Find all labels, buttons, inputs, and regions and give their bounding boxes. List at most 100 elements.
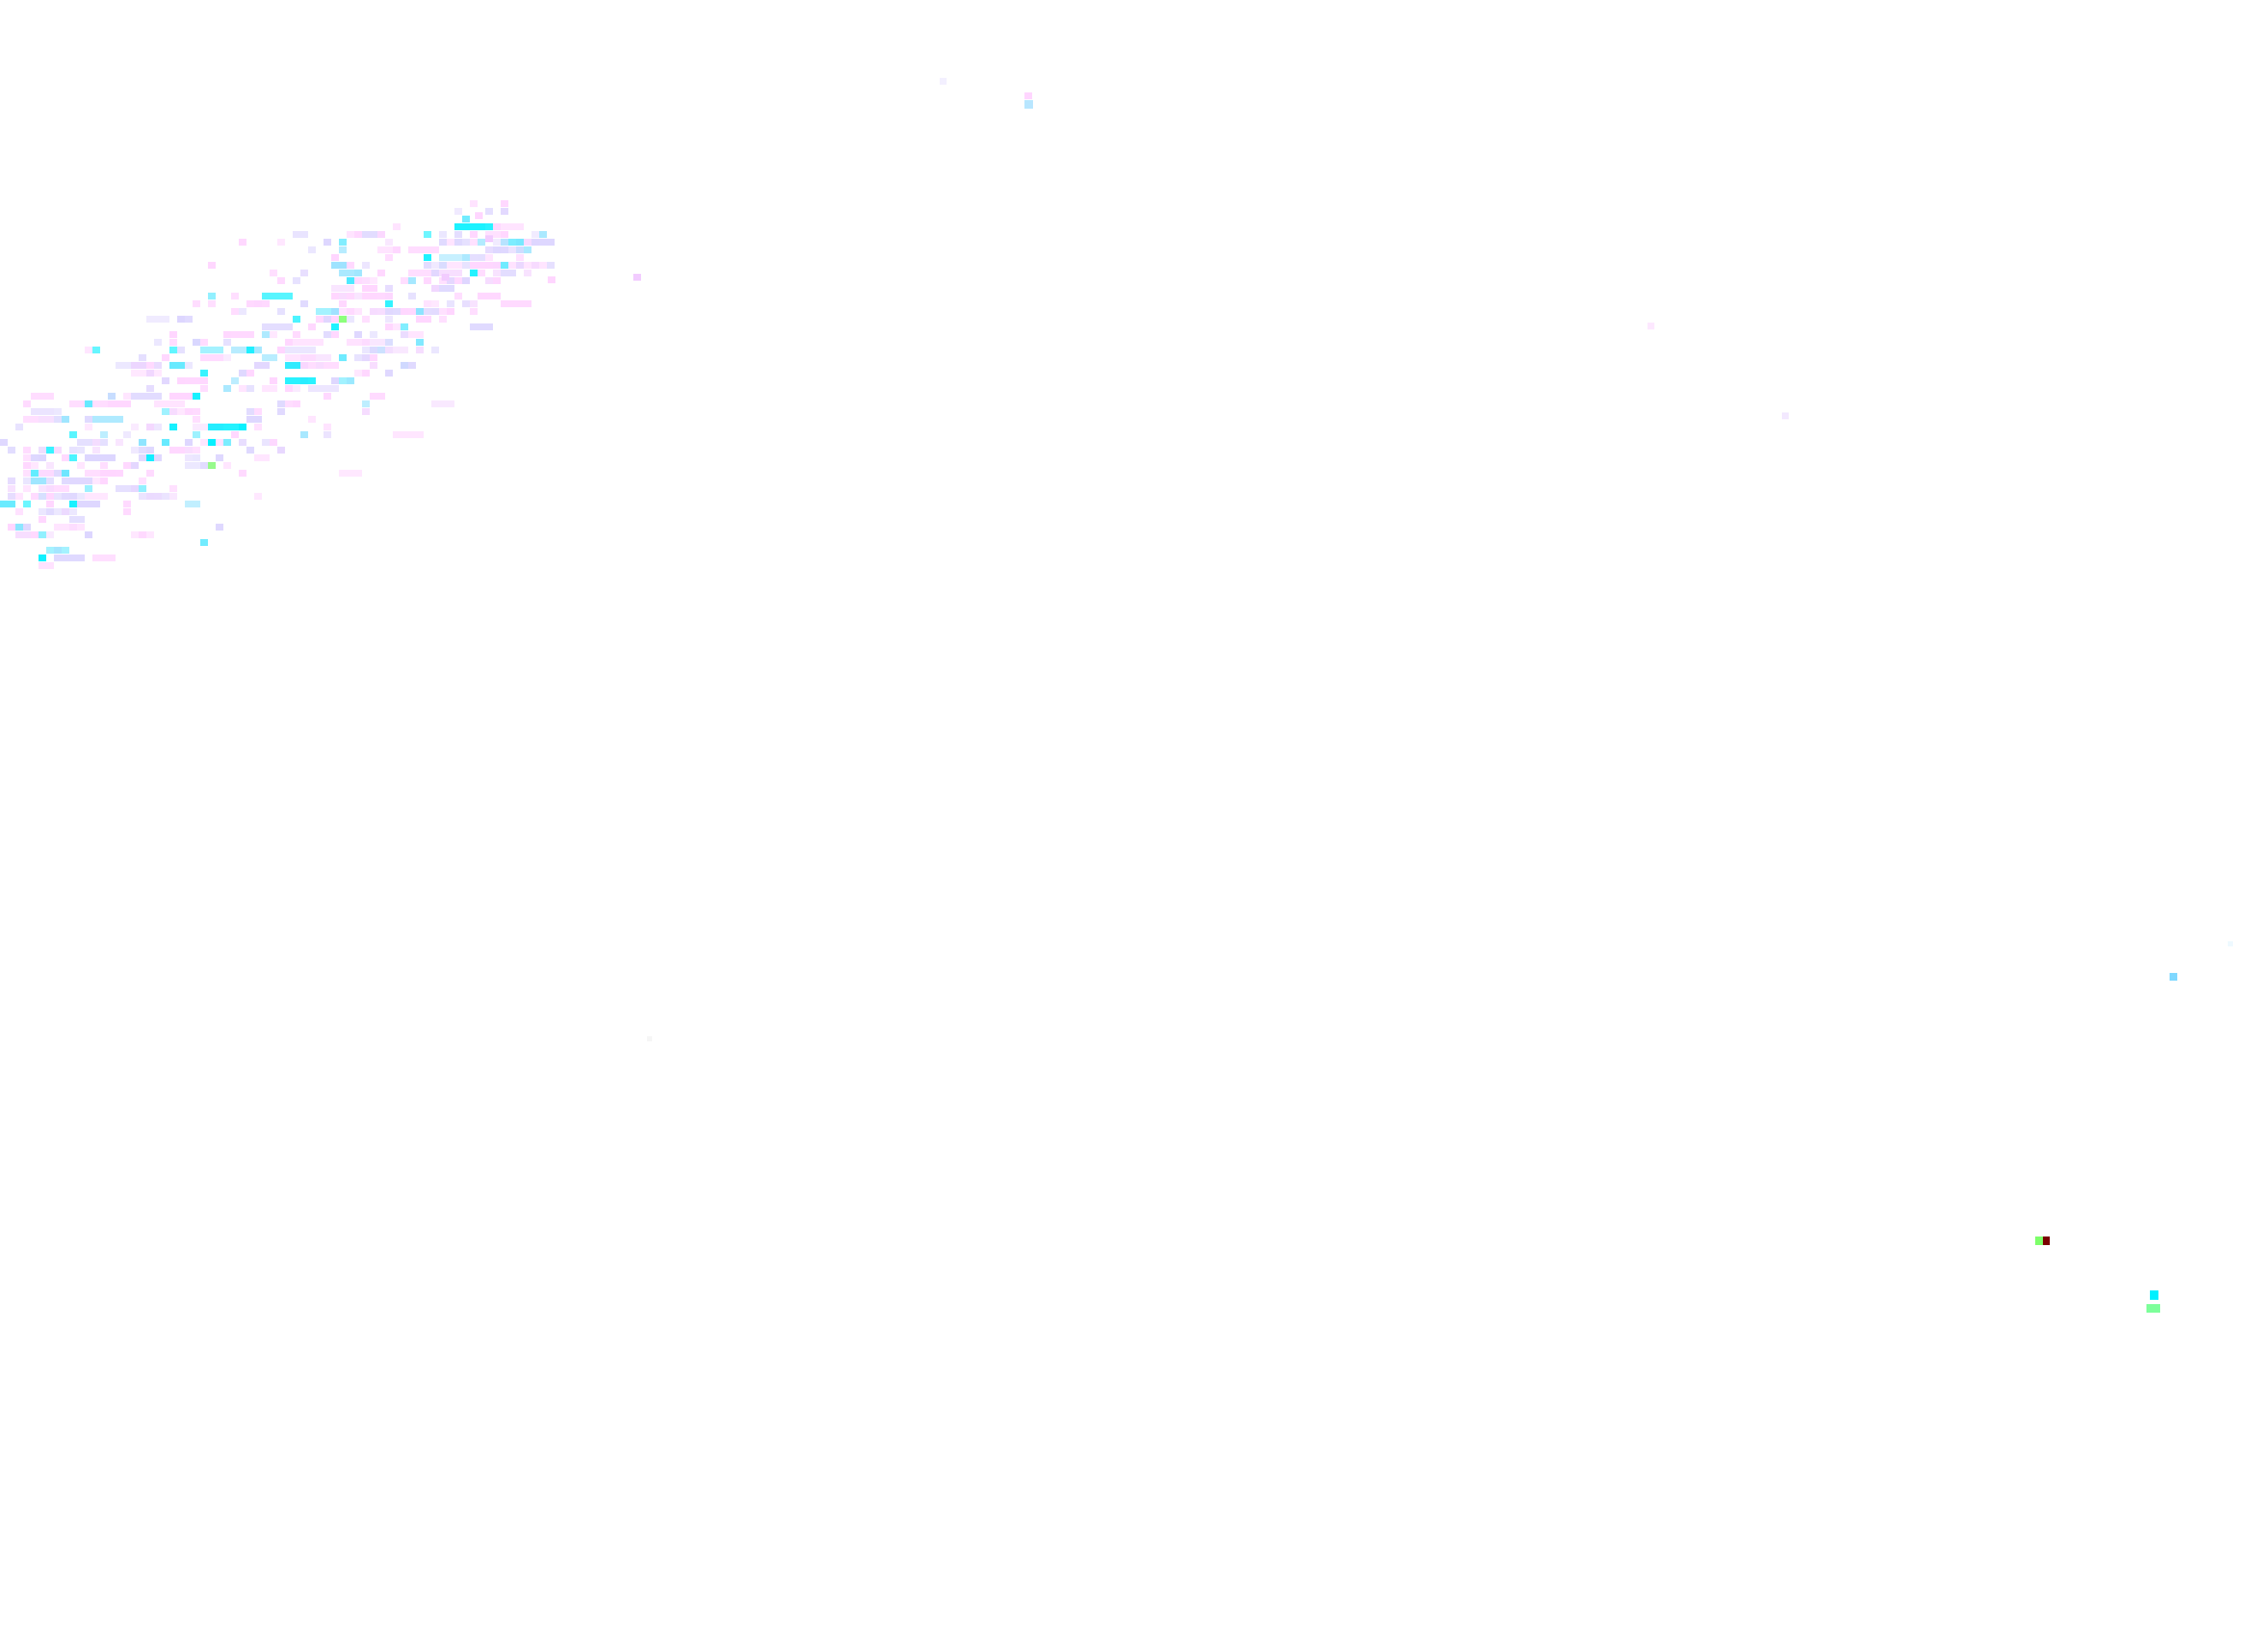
speckle: [270, 385, 277, 392]
speckle: [46, 493, 54, 500]
speckle: [377, 231, 385, 238]
speckle: [339, 300, 347, 307]
speckle: [633, 274, 641, 281]
speckle: [347, 277, 354, 284]
speckle: [92, 555, 116, 561]
speckle: [262, 354, 277, 361]
speckle: [169, 339, 177, 346]
speckle: [46, 531, 54, 538]
speckle: [123, 431, 131, 438]
speckle: [277, 277, 285, 284]
speckle: [300, 431, 308, 438]
speckle: [478, 293, 501, 299]
speckle: [169, 408, 193, 415]
speckle: [46, 477, 54, 484]
speckle: [393, 223, 401, 230]
speckle: [15, 531, 31, 538]
speckle: [146, 424, 154, 430]
speckle: [108, 470, 116, 477]
speckle: [239, 424, 246, 430]
speckle: [370, 331, 377, 338]
speckle: [46, 462, 54, 469]
speckle: [246, 416, 262, 423]
speckle: [401, 308, 408, 315]
speckle: [208, 262, 216, 269]
speckle: [139, 531, 146, 538]
speckle: [15, 424, 23, 430]
speckle: [354, 231, 362, 238]
speckle: [169, 347, 177, 353]
speckle: [131, 462, 139, 469]
speckle: [31, 462, 39, 469]
speckle: [401, 331, 424, 338]
speckle: [246, 347, 254, 353]
speckle: [262, 385, 270, 392]
faint-dot-b: [1648, 323, 1654, 329]
speckle: [131, 370, 162, 377]
speckle: [454, 231, 462, 238]
speckle: [69, 431, 77, 438]
speckle: [100, 477, 108, 484]
speckle: [339, 354, 347, 361]
lower-right-dot-cyan: [2150, 1290, 2158, 1300]
speckle: [23, 470, 31, 477]
lower-right-marker-green: [2035, 1237, 2043, 1245]
speckle: [401, 362, 416, 369]
speckle: [54, 555, 85, 561]
speckle: [362, 285, 370, 292]
speckle: [154, 424, 162, 430]
speckle: [277, 347, 285, 353]
speckle: [246, 408, 254, 415]
speckle: [347, 316, 354, 323]
speckle: [15, 524, 23, 531]
speckle: [501, 239, 524, 246]
speckle: [485, 208, 493, 215]
speckle: [169, 447, 185, 454]
speckle: [485, 246, 493, 253]
speckle: [470, 231, 478, 238]
speckle: [23, 501, 31, 507]
speckle: [362, 408, 370, 415]
speckle: [39, 447, 46, 454]
speckle: [331, 285, 354, 292]
speckle: [485, 231, 501, 238]
speckle: [485, 254, 493, 261]
speckle: [285, 377, 316, 384]
speckle: [339, 470, 362, 477]
speckle: [339, 246, 347, 253]
speckle: [85, 454, 116, 461]
speckle: [354, 354, 362, 361]
speckle: [362, 316, 370, 323]
speckle: [447, 262, 462, 269]
speckle: [262, 331, 270, 338]
speckle: [8, 493, 15, 500]
speckle: [123, 393, 131, 400]
speckle: [85, 424, 92, 430]
speckle: [331, 323, 339, 330]
speckle: [339, 270, 362, 276]
speckle: [478, 262, 485, 269]
speckle: [339, 293, 347, 299]
speckle: [46, 447, 54, 454]
speckle: [293, 339, 324, 346]
speckle: [116, 362, 146, 369]
speckle: [277, 239, 285, 246]
speckle: [370, 308, 393, 315]
speckle: [401, 323, 408, 330]
speckle: [516, 246, 524, 253]
speckle: [162, 377, 169, 384]
speckle: [475, 212, 483, 219]
right-middle-dot: [2170, 973, 2177, 981]
speckle: [146, 385, 154, 392]
speckle: [169, 362, 185, 369]
speckle: [354, 308, 362, 315]
speckle: [23, 524, 31, 531]
speckle: [15, 508, 23, 515]
isolated-dots: [647, 78, 2233, 1313]
speckle: [331, 316, 339, 323]
speckle: [177, 316, 193, 323]
speckle: [131, 393, 162, 400]
speckle: [331, 331, 339, 338]
speckle: [169, 424, 177, 430]
speckle: [254, 424, 262, 430]
